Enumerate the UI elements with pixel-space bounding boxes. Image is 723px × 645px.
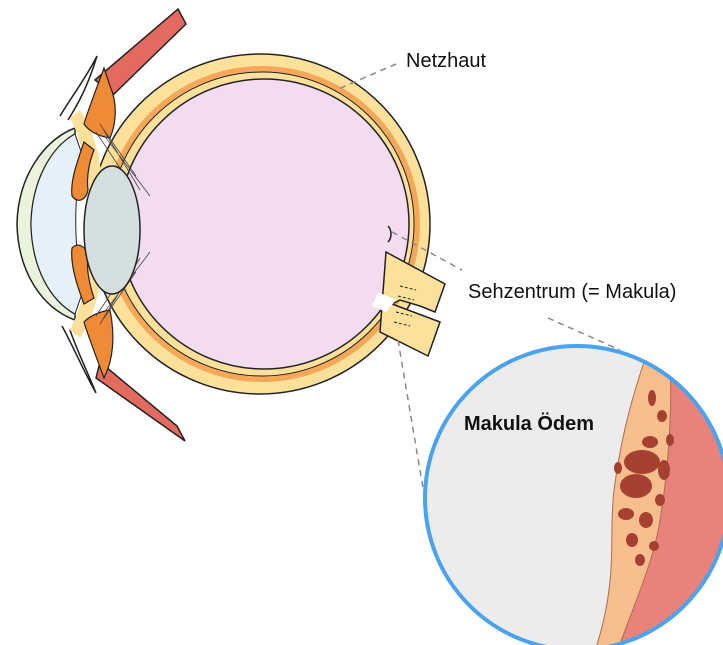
vitreous-body xyxy=(119,79,409,369)
macula-label: Sehzentrum (= Makula) xyxy=(468,281,676,304)
lens xyxy=(84,166,140,294)
retina-label: Netzhaut xyxy=(406,50,486,73)
inset-leader-line-left xyxy=(398,340,424,494)
macular-edema-label: Makula Ödem xyxy=(464,413,594,436)
lower-eye-muscle xyxy=(96,362,185,441)
